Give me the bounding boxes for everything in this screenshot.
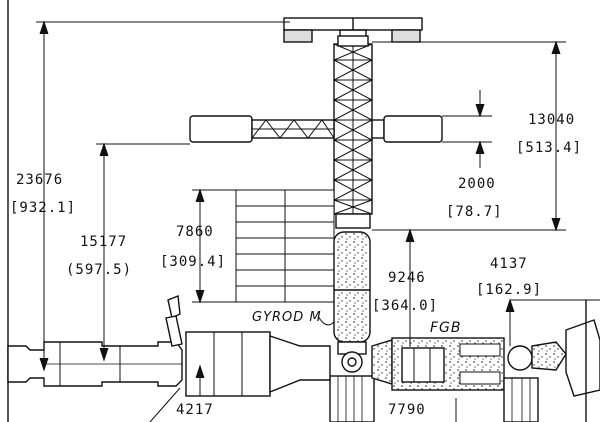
overall-height-mm: 23676 (16, 172, 64, 188)
top-radiator (283, 17, 423, 43)
left-module (7, 295, 183, 387)
solar-array-mm: 7860 (176, 224, 214, 240)
truss-gap-in: [78.7] (446, 204, 503, 220)
gyrodyne-height-in: [364.0] (372, 298, 439, 314)
overall-height-in: [932.1] (10, 200, 77, 216)
horizontal-truss (189, 115, 443, 143)
base-left-mm: 4217 (176, 402, 214, 418)
truss-height-in: (597.5) (66, 262, 133, 278)
upper-truss-in: [513.4] (516, 140, 583, 156)
dimension-lines (36, 20, 600, 422)
solar-array-in: [309.4] (160, 254, 227, 270)
central-module (185, 331, 331, 397)
gyrodyne-label: GYROD M (252, 310, 322, 325)
base-right-mm: 7790 (388, 402, 426, 418)
fgb-height-mm: 4137 (490, 256, 528, 272)
fgb-label: FGB (430, 320, 462, 336)
truss-gap-mm: 2000 (458, 176, 496, 192)
truss-height-mm: 15177 (80, 234, 128, 250)
fgb-module (371, 300, 600, 422)
gyrodyne-column (329, 231, 375, 422)
fgb-height-in: [162.9] (476, 282, 543, 298)
solar-array (235, 189, 335, 303)
gyrodyne-height-mm: 9246 (388, 270, 426, 286)
upper-truss-mm: 13040 (528, 112, 576, 128)
vertical-truss (332, 35, 374, 229)
